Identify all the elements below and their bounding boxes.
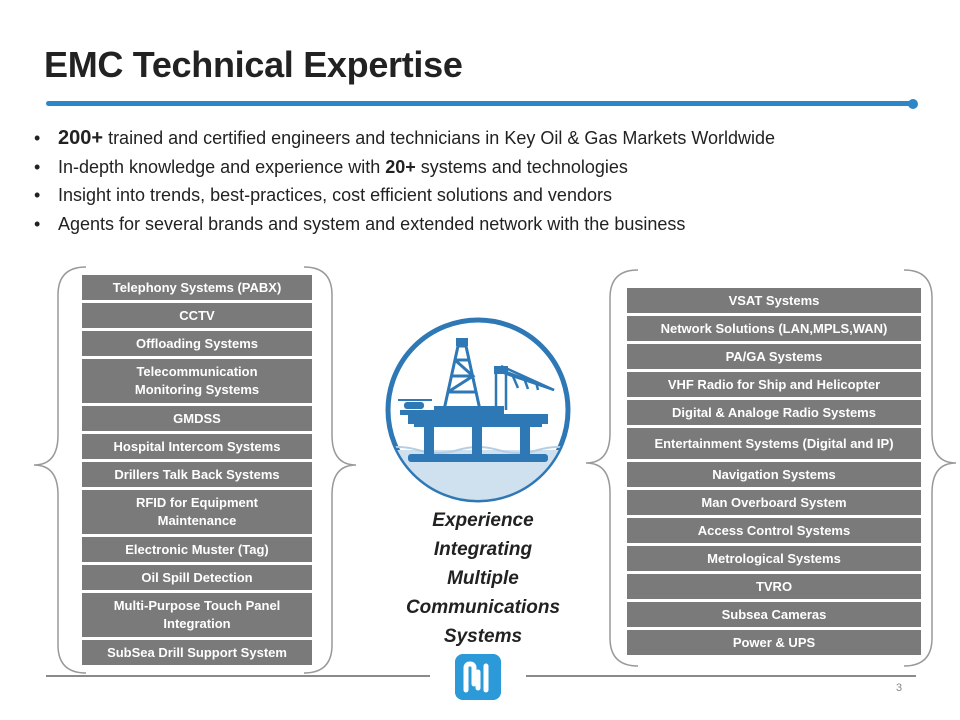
system-item: Navigation Systems [627, 462, 921, 487]
page-number: 3 [896, 682, 903, 694]
right-brace-open [585, 269, 639, 667]
system-item: Hospital Intercom Systems [82, 434, 312, 459]
page-title: EMC Technical Expertise [44, 44, 463, 85]
center-caption: Experience Integrating Multiple Communic… [405, 510, 561, 647]
bullet-text: systems and technologies [415, 156, 628, 177]
left-brace-close [303, 266, 357, 674]
bullet-item: •Agents for several brands and system an… [34, 213, 686, 234]
left-systems-list: Telephony Systems (PABX) CCTV Offloading… [82, 275, 312, 665]
bullet-text: In-depth knowledge and experience with [58, 156, 386, 177]
system-item: Telephony Systems (PABX) [82, 275, 312, 300]
system-item: Offloading Systems [82, 331, 312, 356]
title-underline-dot [908, 98, 918, 109]
bullet-item: •Insight into trends, best-practices, co… [34, 185, 612, 205]
system-item: Metrological Systems [627, 546, 921, 571]
oil-rig-icon [385, 317, 571, 503]
system-item: Power & UPS [627, 630, 921, 655]
system-item: PA/GA Systems [627, 344, 921, 369]
system-item: Drillers Talk Back Systems [82, 462, 312, 487]
footer-divider-right [526, 675, 916, 677]
bullet-highlight: 200+ [58, 127, 104, 149]
system-item: TVRO [627, 574, 921, 599]
bullet-text: Agents for several brands and system and… [58, 213, 686, 234]
bullet-item: •In-depth knowledge and experience with … [34, 156, 628, 177]
system-item: Digital & Analoge Radio Systems [627, 400, 921, 425]
bullet-list: •200+ trained and certified engineers an… [34, 124, 775, 238]
footer-divider-left [46, 675, 430, 677]
system-item: Network Solutions (LAN,MPLS,WAN) [627, 316, 921, 341]
system-item: VHF Radio for Ship and Helicopter [627, 372, 921, 397]
left-brace-open [33, 266, 87, 674]
system-item: GMDSS [82, 406, 312, 431]
system-item: VSAT Systems [627, 288, 921, 313]
bullet-highlight: 20+ [385, 156, 416, 177]
system-item: CCTV [82, 303, 312, 328]
system-item: Subsea Cameras [627, 602, 921, 627]
bullet-text: trained and certified engineers and tech… [103, 128, 776, 148]
system-item: Electronic Muster (Tag) [82, 537, 312, 562]
bullet-text: Insight into trends, best-practices, cos… [58, 185, 612, 205]
system-item: SubSea Drill Support System [82, 640, 312, 665]
system-item: Man Overboard System [627, 490, 921, 515]
bullet-item: •200+ trained and certified engineers an… [34, 127, 776, 149]
right-systems-list: VSAT Systems Network Solutions (LAN,MPLS… [627, 288, 921, 655]
system-item: Oil Spill Detection [82, 565, 312, 590]
emc-logo-icon [455, 654, 501, 700]
right-brace-close [903, 269, 957, 667]
system-item: Entertainment Systems (Digital and IP) [627, 428, 921, 459]
title-underline [46, 98, 918, 109]
system-item: Access Control Systems [627, 518, 921, 543]
